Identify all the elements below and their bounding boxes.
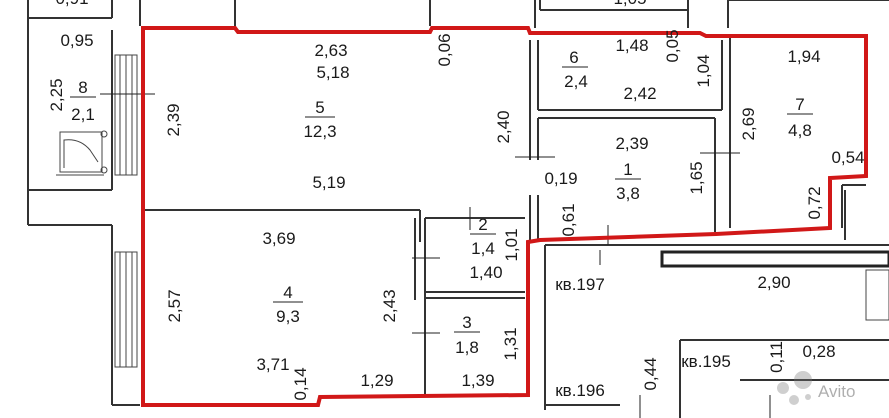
- interior-walls: [145, 36, 866, 397]
- exterior-walls: [27, 0, 889, 406]
- dim-028: 0,28: [802, 342, 835, 361]
- dim-006: 0,06: [435, 33, 454, 66]
- dim-518: 5,18: [316, 63, 349, 82]
- dim-242: 2,42: [623, 84, 656, 103]
- dimension-ticks: [100, 93, 771, 418]
- watermark-text: Avito: [818, 382, 856, 401]
- dim-148: 1,48: [615, 36, 648, 55]
- dim-263: 2,63: [314, 41, 347, 60]
- apartment-outline: [141, 26, 868, 407]
- dim-290: 2,90: [757, 273, 790, 292]
- dim-519: 5,19: [312, 173, 345, 192]
- room-6-number: 6: [569, 48, 578, 67]
- room-2-number: 2: [478, 215, 487, 234]
- windows-left: [114, 54, 138, 368]
- room-1-number: 1: [623, 160, 632, 179]
- dim-014: 0,14: [291, 367, 310, 400]
- apartment-195: кв.195: [681, 352, 731, 371]
- room-2-area: 1,4: [471, 239, 495, 258]
- room-7-area: 4,8: [788, 121, 812, 140]
- dimension-labels: 0,91 1,05 0,95 2,63 5,18 5,19 1,48 2,42 …: [47, 0, 865, 401]
- dim-240: 2,40: [494, 110, 513, 143]
- dim-269: 2,69: [739, 107, 758, 140]
- dim-019: 0,19: [544, 169, 577, 188]
- dim-369: 3,69: [262, 229, 295, 248]
- dim-061: 0,61: [559, 203, 578, 236]
- dim-165: 1,65: [687, 161, 706, 194]
- apartment-197: кв.197: [555, 275, 605, 294]
- dim-131: 1,31: [501, 327, 520, 360]
- dim-011: 0,11: [767, 341, 786, 373]
- room-8-area: 2,1: [71, 105, 95, 124]
- dim-140: 1,40: [469, 263, 502, 282]
- apartment-labels: кв.197 кв.196 кв.195: [555, 275, 731, 400]
- dim-243: 2,43: [380, 289, 399, 322]
- dim-239: 2,39: [164, 103, 183, 136]
- dim-239b: 2,39: [615, 134, 648, 153]
- room-7-number: 7: [795, 95, 804, 114]
- dim-129: 1,29: [360, 371, 393, 390]
- room-1-area: 3,8: [616, 184, 640, 203]
- room-labels: 5 12,3 4 9,3 8 2,1 6 2,4 1 3,8 7 4,8 2 1…: [70, 48, 813, 357]
- dim-005: 0,05: [663, 29, 682, 62]
- room-5-number: 5: [315, 98, 324, 117]
- room-4-number: 4: [283, 283, 292, 302]
- apartment-196: кв.196: [555, 381, 605, 400]
- loggia-equipment: [56, 130, 108, 176]
- dim-054: 0,54: [831, 148, 864, 167]
- dim-257: 2,57: [165, 289, 184, 322]
- avito-watermark: Avito: [777, 371, 856, 405]
- room-4-area: 9,3: [276, 307, 300, 326]
- dim-101: 1,01: [502, 228, 521, 261]
- dim-top-cut-2: 1,05: [613, 0, 646, 8]
- dim-072: 0,72: [805, 186, 824, 219]
- dim-095: 0,95: [60, 31, 93, 50]
- room-6-area: 2,4: [564, 72, 588, 91]
- room-3-number: 3: [462, 313, 471, 332]
- dim-225: 2,25: [47, 78, 66, 111]
- neighbour-walls: [544, 190, 889, 418]
- dim-104: 1,04: [694, 54, 713, 87]
- dim-194: 1,94: [787, 47, 820, 66]
- dim-top-cut: 0,91: [55, 0, 88, 8]
- room-3-area: 1,8: [455, 338, 479, 357]
- dim-139: 1,39: [461, 371, 494, 390]
- dim-371: 3,71: [256, 355, 289, 374]
- dim-044: 0,44: [641, 357, 660, 390]
- room-5-area: 12,3: [303, 122, 336, 141]
- room-8-number: 8: [78, 78, 87, 97]
